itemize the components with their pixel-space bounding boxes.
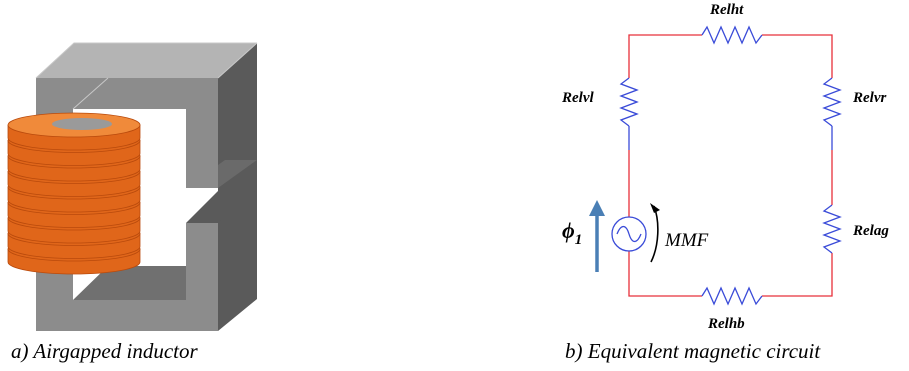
caption-airgapped-inductor: a) Airgapped inductor xyxy=(11,339,198,363)
mmf-source-sine-icon xyxy=(616,225,642,243)
magnetic-circuit-diagram: Relht Relvl Relvr Relag Relhb MMF ϕ1 xyxy=(561,2,889,332)
resistor-relhb xyxy=(701,286,763,306)
wire-right-bottom xyxy=(762,253,833,297)
label-relvr: Relvr xyxy=(852,90,886,106)
resistor-relvr xyxy=(822,77,842,127)
mmf-arrowhead-icon xyxy=(650,203,660,213)
core-leg-through-coil xyxy=(52,118,112,130)
flux-arrowhead-icon xyxy=(589,200,605,216)
gap-lower-top-face xyxy=(186,189,257,223)
resistor-relag xyxy=(822,204,842,254)
core-inner-bottom-face xyxy=(73,266,186,300)
mmf-direction-arrow-icon xyxy=(650,205,659,263)
core-right-side-face xyxy=(218,43,257,331)
label-relvl: Relvl xyxy=(561,90,594,106)
wire-top-right xyxy=(762,34,833,78)
label-flux: ϕ1 xyxy=(562,218,582,248)
resistor-relht xyxy=(701,25,763,45)
label-mmf: MMF xyxy=(664,230,709,251)
coil-winding xyxy=(7,112,141,275)
flux-subscript: 1 xyxy=(575,232,583,248)
label-relhb: Relhb xyxy=(707,316,745,332)
airgapped-inductor-illustration xyxy=(7,42,258,331)
core-edges xyxy=(35,42,258,110)
core-top-face xyxy=(36,43,257,78)
flux-symbol: ϕ xyxy=(562,218,575,243)
label-relht: Relht xyxy=(709,2,744,18)
wire-left-bottom xyxy=(628,251,702,297)
resistor-relvl xyxy=(619,77,639,127)
wire-top-left xyxy=(628,34,702,78)
label-relag: Relag xyxy=(852,223,889,239)
caption-equivalent-magnetic-circuit: b) Equivalent magnetic circuit xyxy=(565,339,821,363)
